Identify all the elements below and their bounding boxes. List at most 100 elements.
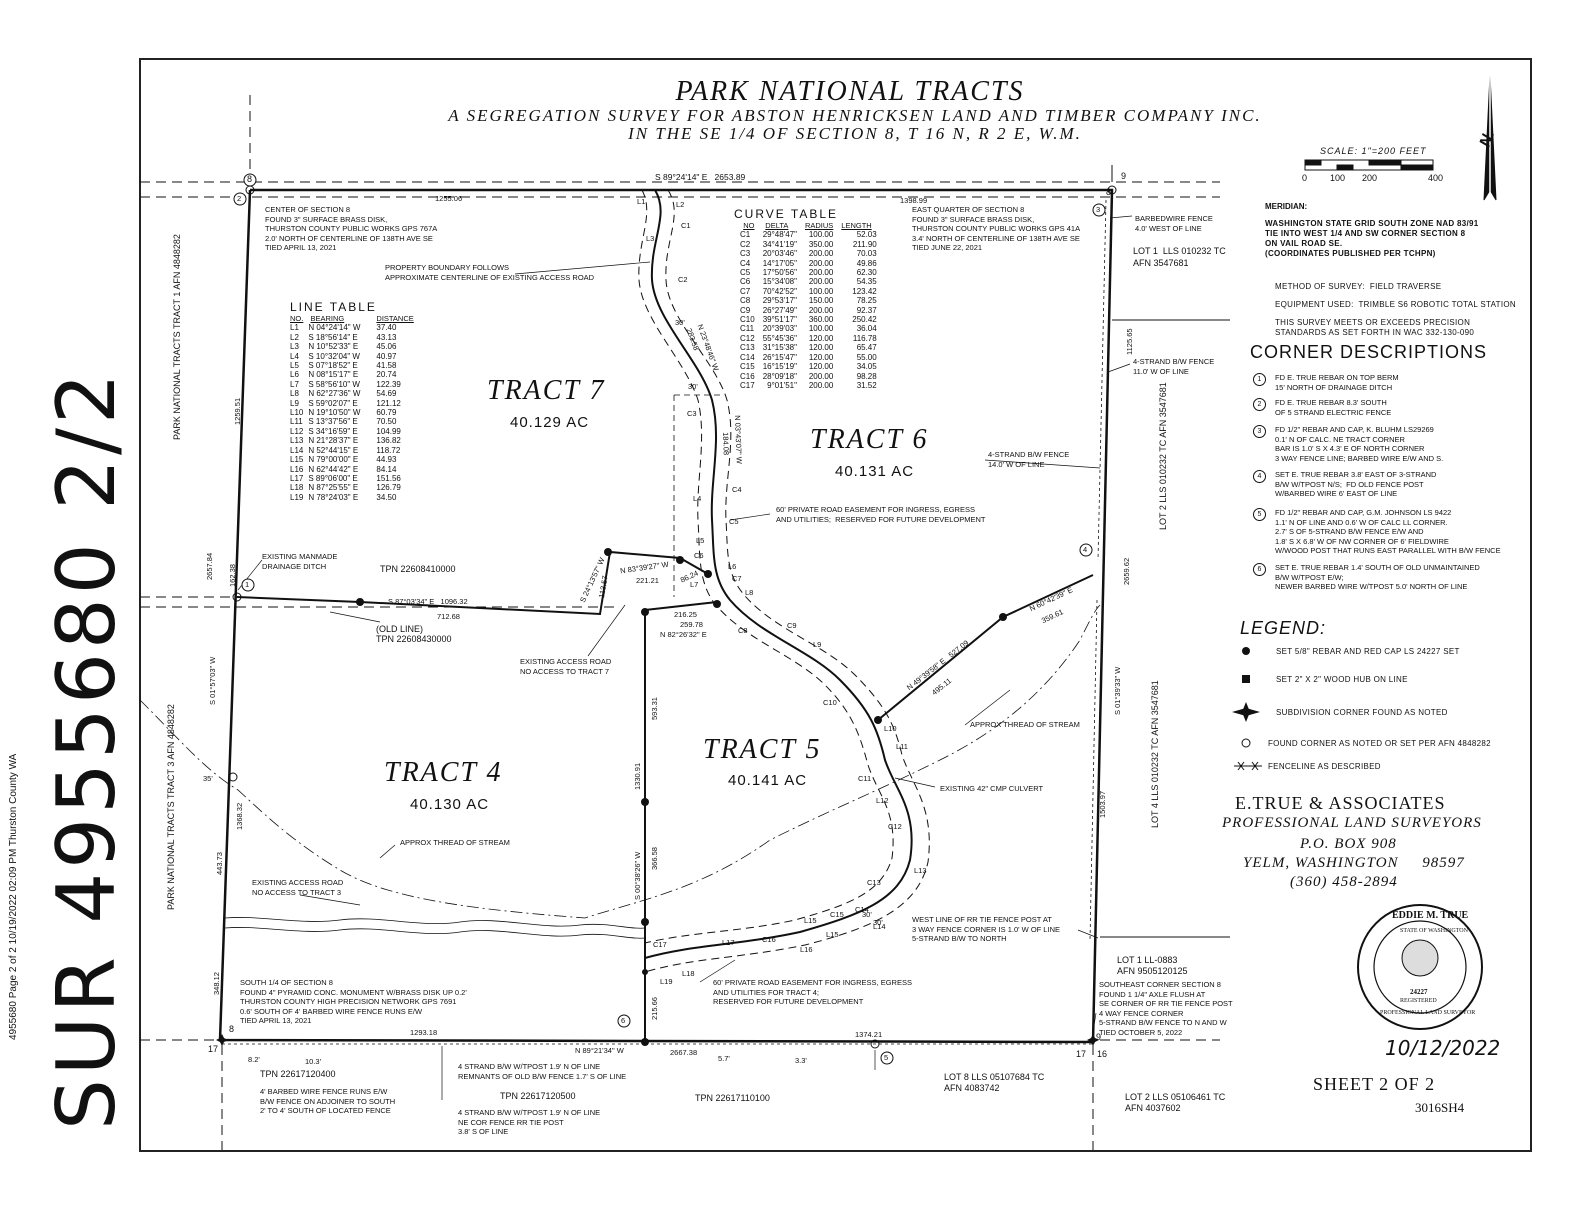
dim-366: 366.58 [650, 847, 659, 870]
section-number: 8 [229, 1024, 235, 1034]
curve-table-cell: C11 [740, 324, 755, 334]
road-label: C9 [787, 621, 797, 630]
tract-7-area: 40.129 AC [510, 414, 590, 431]
road-label: C17 [653, 940, 667, 949]
curve-table-cell: 54.35 [856, 277, 877, 287]
meridian-text: WASHINGTON STATE GRID SOUTH ZONE NAD 83/… [1265, 219, 1479, 258]
note-lot4-east: LOT 4 LLS 010232 TC AFN 3547681 [1150, 680, 1160, 828]
curve-table-cell: C1 [740, 230, 751, 240]
line-table-cell: 40.97 [376, 351, 397, 361]
line-table-cell: 41.58 [376, 361, 397, 371]
legend-rebar-icon [1242, 647, 1250, 655]
curve-table-cell: 200.00 [808, 380, 834, 390]
curve-table-cell: C10 [740, 315, 755, 325]
line-table-cell: 121.12 [376, 398, 401, 408]
line-table-cell: N 19°10'50" W [308, 408, 361, 418]
found-corners [228, 185, 1117, 1049]
dim-8-2: 8.2' [248, 1055, 260, 1064]
curve-table-cell: 31°15'38" [762, 343, 797, 353]
curve-table-cell: 116.78 [852, 333, 877, 343]
curve-table-cell: 100.00 [808, 286, 834, 296]
curve-table-cell: 15°34'08" [762, 277, 797, 287]
dim-south-bearing: N 89°21'34" W [575, 1046, 624, 1055]
company-line2: P.O. BOX 908 [1300, 836, 1397, 852]
curve-table-cell: 360.00 [808, 315, 834, 325]
road-label: C10 [823, 698, 837, 707]
line-table-cell: L14 [290, 445, 304, 455]
line-table-cell: 70.50 [376, 417, 397, 427]
tract-4-label: TRACT 4 [384, 757, 503, 788]
line-table-cell: L9 [290, 398, 299, 408]
dim-1503: 1503.97 [1098, 790, 1107, 818]
note-barbed-fence: BARBEDWIRE FENCE 4.0' WEST OF LINE [1135, 214, 1213, 233]
road-label: L16 [800, 945, 813, 954]
road-label: C2 [678, 275, 688, 284]
section-number: 16 [1097, 1049, 1108, 1059]
curve-table-cell: 17°50'56" [762, 268, 797, 278]
road-label: C5 [729, 517, 739, 526]
road-label: L5 [696, 536, 705, 545]
rebar-icon [642, 969, 648, 975]
dim-712: 712.68 [437, 612, 460, 621]
note-tpn-sw: TPN 22617120400 [260, 1069, 336, 1079]
note-culvert: EXISTING 42" CMP CULVERT [940, 784, 1044, 793]
note-lot8: LOT 8 LLS 05107684 TC AFN 4083742 [944, 1072, 1045, 1093]
rebar-icon [641, 608, 649, 616]
curve-table-cell: 34.05 [856, 362, 877, 372]
note-access-no7: EXISTING ACCESS ROAD NO ACCESS TO TRACT … [520, 657, 612, 676]
corner-description-text: FD 1/2" REBAR AND CAP, G.M. JOHNSON LS 9… [1275, 508, 1501, 555]
corner-number-badge: 1 [1253, 373, 1266, 386]
line-table-cell: N 87°25'55" E [308, 483, 359, 493]
line-table-cell: 60.79 [376, 408, 397, 418]
line-table-cell: L4 [290, 351, 299, 361]
curve-table-cell: 123.42 [852, 286, 877, 296]
scale-tick: 100 [1330, 173, 1346, 183]
curve-table-cell: 49.86 [856, 258, 877, 268]
curve-table-cell: 29°48'47" [762, 230, 797, 240]
curve-table-header: RADIUS [804, 221, 834, 230]
seal-profession: PROFESSIONAL LAND SURVEYOR [1380, 1010, 1476, 1016]
rebar-icon [641, 918, 649, 926]
line-table-header: DISTANCE [376, 314, 414, 323]
line-table-cell: L12 [290, 426, 304, 436]
curve-table-cell: 9°01'51" [767, 380, 797, 390]
curve-table-cell: 34°41'19" [762, 239, 797, 249]
curve-table-cell: 200.00 [808, 371, 834, 381]
dim-1125: 1125.65 [1125, 328, 1134, 355]
curve-table-cell: C6 [740, 277, 751, 287]
curve-table-cell: 29°53'17" [762, 296, 797, 306]
road-label: C15 [830, 910, 844, 919]
tract-line-7-4 [236, 550, 709, 616]
line-table-cell: 122.39 [376, 379, 401, 389]
note-easement-south: 60' PRIVATE ROAD EASEMENT FOR INGRESS, E… [713, 978, 912, 1006]
section-number: 17 [208, 1044, 219, 1054]
tract-5-area: 40.141 AC [728, 772, 808, 789]
curve-table-cell: 70.03 [856, 249, 877, 259]
curve-table-cell: 350.00 [808, 239, 834, 249]
dim-1255: 1255.06 [435, 194, 463, 203]
curve-table-cell: 31.52 [856, 380, 877, 390]
dim-1096: S 87°03'34" E 1096.32 [388, 597, 468, 606]
sheet-label: SHEET 2 OF 2 [1313, 1074, 1436, 1094]
curve-table-cell: 200.00 [808, 249, 834, 259]
dim-10-3: 10.3' [305, 1057, 322, 1066]
curve-table-cell: 20°03'46" [762, 249, 797, 259]
curve-table-title: CURVE TABLE [734, 207, 839, 221]
line-table-cell: L1 [290, 323, 299, 333]
scale-tick: 0 [1302, 173, 1308, 183]
tract-6-label: TRACT 6 [810, 424, 929, 455]
note-fence-14: 4-STRAND B/W FENCE 14.0' W OF LINE [988, 450, 1070, 469]
found-corner-icon [228, 772, 238, 782]
line-table-cell: 34.50 [376, 492, 397, 502]
survey-method: METHOD OF SURVEY: FIELD TRAVERSE [1275, 282, 1442, 291]
line-table-cell: N 78°24'03" E [308, 492, 359, 502]
line-table-cell: L3 [290, 342, 299, 352]
